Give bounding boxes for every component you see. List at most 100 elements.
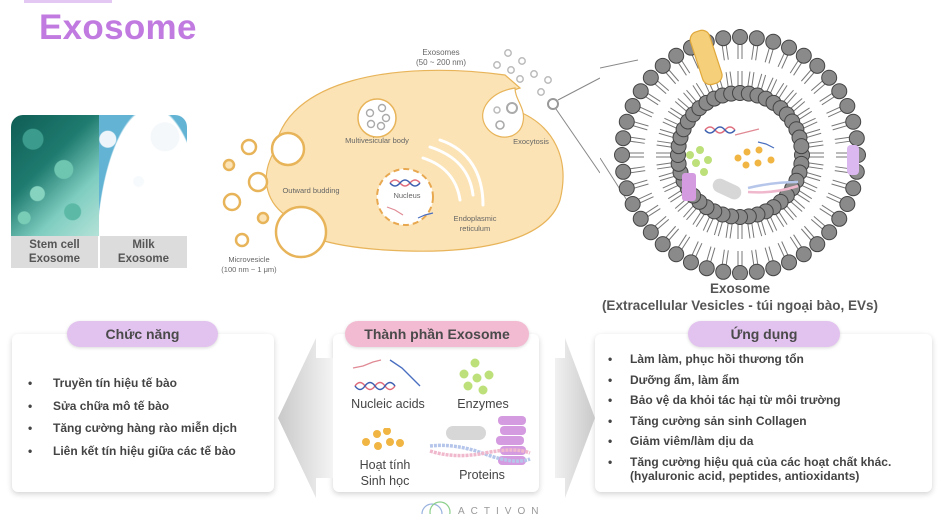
item-text: Truyền tín hiệu tế bào <box>53 376 178 390</box>
microvesicle-label: Microvesicle <box>228 255 269 264</box>
lipid-head <box>845 180 862 197</box>
lipid-head <box>809 236 826 253</box>
lipid-head <box>614 147 630 163</box>
vesicle <box>493 106 501 114</box>
functions-card <box>12 334 274 492</box>
label-line: Stem cell <box>29 239 80 251</box>
outward-budding-label: Outward budding <box>282 186 339 195</box>
label-line: Sinh học <box>360 474 410 488</box>
label-line: Exosome <box>28 253 81 265</box>
bioactive-label: Hoạt tính Sinh học <box>350 457 420 489</box>
item-text: Tăng cường hiệu quả của các hoạt chất kh… <box>630 454 892 469</box>
multivesicular-body <box>357 98 397 138</box>
lipid-head <box>732 265 748 280</box>
bullet: • <box>28 421 33 435</box>
functions-title: Chức năng <box>67 321 218 347</box>
nucleic-acids-icon <box>352 359 421 391</box>
list-item: • Tăng cường hàng rào miễn dịch <box>28 421 268 444</box>
lipid-head <box>615 163 632 180</box>
item-text: Tăng cường hàng rào miễn dịch <box>53 421 237 435</box>
lipid-head <box>765 33 782 50</box>
list-item: •Truyền tín hiệu tế bào <box>28 376 268 399</box>
lipid-head <box>654 57 671 74</box>
lipid-head <box>615 130 632 147</box>
bullet: • <box>28 398 33 413</box>
cell-diagram: Exosomes (50 ~ 200 nm) Multivesicular bo… <box>221 48 600 274</box>
title-accent-bar <box>24 0 112 3</box>
arrow-left-icon <box>278 338 333 498</box>
er-label-line1: Endoplasmic <box>454 214 497 223</box>
lipid-head <box>793 138 810 155</box>
list-item: • Giảm viêm/làm dịu da <box>608 434 928 455</box>
functions-list: •Truyền tín hiệu tế bào •Sửa chữa mô tế … <box>28 376 268 466</box>
list-item: • Sửa chữa mô tế bào <box>28 399 268 422</box>
item-text: Tăng cường sản sinh Collagen <box>630 413 807 428</box>
list-item: •Làm làm, phục hồi thương tổn <box>608 352 928 373</box>
budding-vesicle <box>274 205 328 259</box>
enzymes-icon <box>459 358 494 395</box>
logo-text: ACTIVON <box>458 506 545 517</box>
er-label-line2: reticulum <box>460 224 490 233</box>
components-card <box>333 334 539 492</box>
bullet: • <box>608 454 613 469</box>
exocytosis-pocket <box>482 87 525 138</box>
bullet: • <box>608 434 613 448</box>
lipid-bilayer <box>614 29 866 280</box>
lipid-head <box>668 246 685 263</box>
lipid-head <box>748 30 765 47</box>
callout-line <box>555 108 600 174</box>
lipid-head <box>839 97 856 114</box>
exosome-cargo <box>682 126 799 201</box>
exosome-sources: Stem cell Exosome Milk Exosome <box>11 115 187 268</box>
nucleic-acids-label: Nucleic acids <box>351 397 425 411</box>
arrow-right-icon <box>555 338 595 498</box>
list-item: • Liên kết tín hiệu giữa các tế bào <box>28 444 268 467</box>
lipid-head <box>839 196 856 213</box>
label-line: Hoạt tính <box>359 458 411 472</box>
list-item: •Bảo vệ da khỏi tác hại từ môi trường <box>608 393 928 414</box>
applications-list: •Làm làm, phục hồi thương tổn •Dưỡng ẩm,… <box>608 352 928 483</box>
proteins-icon <box>429 416 531 465</box>
components-title: Thành phần Exosome <box>345 321 529 347</box>
bullet: • <box>608 372 613 387</box>
item-note: (hyaluronic acid, peptides, antioxidants… <box>630 468 860 483</box>
lipid-head <box>748 263 765 280</box>
lipid-head <box>632 83 649 100</box>
lipid-head <box>781 39 798 56</box>
microvesicles <box>222 138 270 248</box>
exosomes-size-label: (50 ~ 200 nm) <box>416 58 466 67</box>
endoplasmic-reticulum <box>421 138 485 207</box>
item-text: Liên kết tín hiệu giữa các tế bào <box>53 443 236 458</box>
bioactive-icon <box>362 428 404 450</box>
lipid-head <box>632 210 649 227</box>
lipid-head <box>642 224 659 241</box>
nucleus <box>376 168 434 226</box>
item-text: Giảm viêm/làm dịu da <box>630 434 754 448</box>
enzymes-label: Enzymes <box>457 397 509 411</box>
bullet: • <box>608 352 613 366</box>
microvesicle-size-label: (100 nm ~ 1 μm) <box>221 265 277 274</box>
lipid-head <box>765 260 782 277</box>
proteins-label: Proteins <box>459 468 505 482</box>
lipid-head <box>845 113 862 130</box>
lipid-head <box>654 236 671 253</box>
bullet: • <box>608 413 613 428</box>
stem-cell-exosome-label: Stem cell Exosome <box>11 236 98 268</box>
vesicle <box>506 102 518 114</box>
bullet: • <box>28 443 33 458</box>
item-text: Sửa chữa mô tế bào <box>53 398 170 413</box>
milk-exosome-label: Milk Exosome <box>100 236 187 268</box>
lipid-head <box>715 30 732 47</box>
logo-icon <box>421 501 451 514</box>
label-line: Exosome <box>117 253 170 265</box>
lipid-head <box>795 47 812 64</box>
callout-line <box>600 157 631 206</box>
caption-title: Exosome <box>709 281 771 296</box>
vesicle <box>495 120 505 130</box>
callout-line <box>557 77 600 101</box>
lipid-head <box>848 130 865 147</box>
label-line: Milk <box>132 239 155 251</box>
exosomes-label: Exosomes <box>422 48 459 57</box>
bullet: • <box>608 393 613 407</box>
zoom-source-vesicle <box>547 98 559 110</box>
